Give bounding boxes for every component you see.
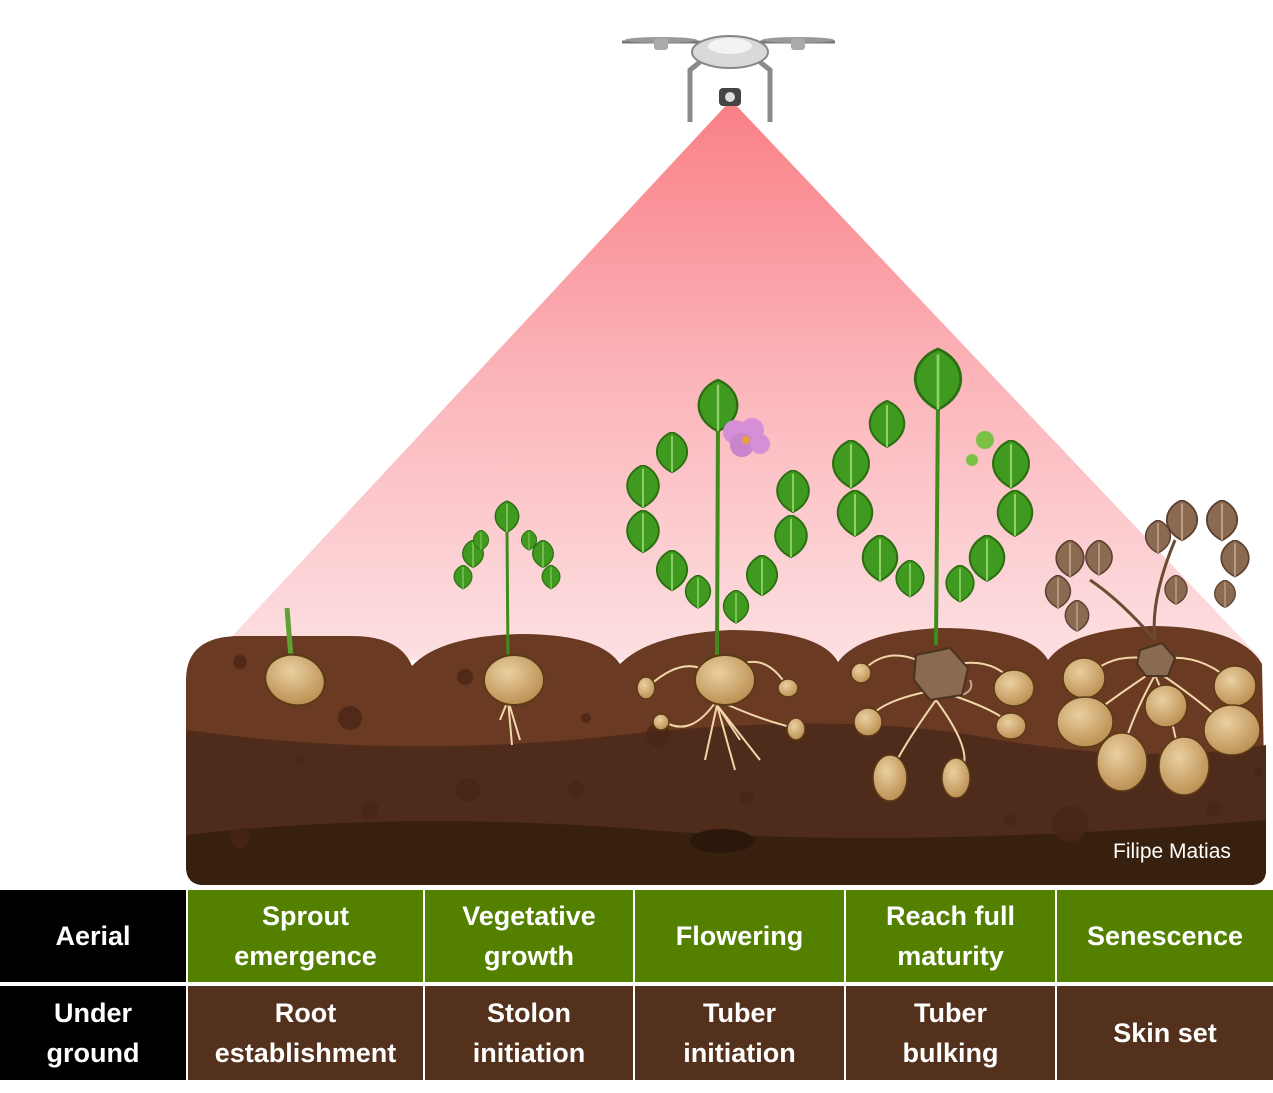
stage-2-plant — [453, 500, 561, 746]
underground-stage-1-line2: establishment — [214, 1038, 397, 1068]
underground-stage-4-line1: Tuber — [914, 998, 987, 1028]
underground-label-line1: Under — [53, 998, 132, 1028]
stage-4-plant — [832, 347, 1035, 802]
aerial-stage-2: Vegetative growth — [423, 890, 633, 982]
underground-stage-3: Tuber initiation — [633, 986, 844, 1080]
aerial-stage-5-line1: Senescence — [1086, 921, 1244, 951]
credit-text: Filipe Matias — [1113, 840, 1231, 863]
aerial-stage-4-line1: Reach full — [885, 901, 1016, 931]
underground-stage-5-line1: Skin set — [1113, 1018, 1217, 1048]
stage-1-plant — [264, 607, 326, 707]
growth-stage-illustration — [186, 35, 1266, 885]
underground-stage-4-line2: bulking — [902, 1038, 999, 1068]
underground-label-cell: Under ground — [0, 986, 186, 1080]
aerial-stage-5: Senescence — [1055, 890, 1273, 982]
sensor-beam — [210, 100, 1262, 660]
flower-icon — [723, 418, 770, 457]
potato-tuber-icon — [483, 654, 545, 706]
aerial-stage-1-line1: Sprout — [262, 901, 349, 931]
potato-tuber-icon — [264, 653, 326, 707]
underground-stage-3-line1: Tuber — [702, 998, 776, 1028]
underground-stage-2: Stolon initiation — [423, 986, 633, 1080]
potato-tuber-icon — [912, 646, 970, 702]
potato-tuber-icon — [1056, 696, 1114, 748]
aerial-stage-1-line2: emergence — [234, 941, 377, 971]
stage-3-plant — [626, 378, 810, 771]
underground-stage-2-line1: Stolon — [487, 998, 571, 1028]
underground-stage-3-line2: initiation — [683, 1038, 796, 1068]
aerial-stage-4-line2: maturity — [897, 941, 1004, 971]
underground-stage-4: Tuber bulking — [844, 986, 1055, 1080]
aerial-label-cell: Aerial — [0, 890, 186, 982]
underground-stage-2-line2: initiation — [472, 1038, 586, 1068]
underground-label-line2: ground — [46, 1038, 140, 1068]
stage-5-plant — [1044, 500, 1261, 796]
aerial-stage-3-line1: Flowering — [675, 921, 804, 951]
aerial-stage-3: Flowering — [633, 890, 844, 982]
underground-row: Under ground Root establishment Stolon init… — [0, 986, 1273, 1080]
drone-icon — [622, 35, 835, 122]
underground-stage-1-line1: Root — [274, 998, 337, 1028]
aerial-stage-2-line2: growth — [484, 941, 574, 971]
underground-stage-5: Skin set — [1055, 986, 1273, 1080]
aerial-stage-2-line1: Vegetative — [462, 901, 596, 931]
aerial-stage-4: Reach full maturity — [844, 890, 1055, 982]
aerial-label: Aerial — [55, 921, 131, 951]
underground-stage-1: Root establishment — [186, 986, 423, 1080]
aerial-stage-1: Sprout emergence — [186, 890, 423, 982]
potato-tuber-icon — [694, 654, 756, 706]
